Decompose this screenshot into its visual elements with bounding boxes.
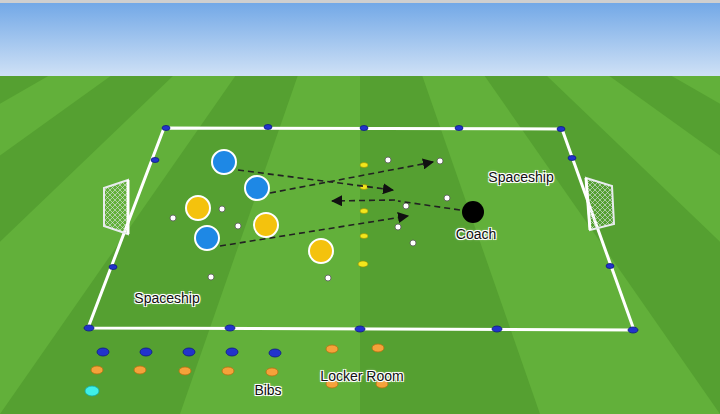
field-label: Spaceship [134,290,199,306]
field-label: Spaceship [488,169,553,185]
field-label: Bibs [254,382,281,398]
field-label: Coach [456,226,496,242]
field-label: Locker Room [320,368,403,384]
